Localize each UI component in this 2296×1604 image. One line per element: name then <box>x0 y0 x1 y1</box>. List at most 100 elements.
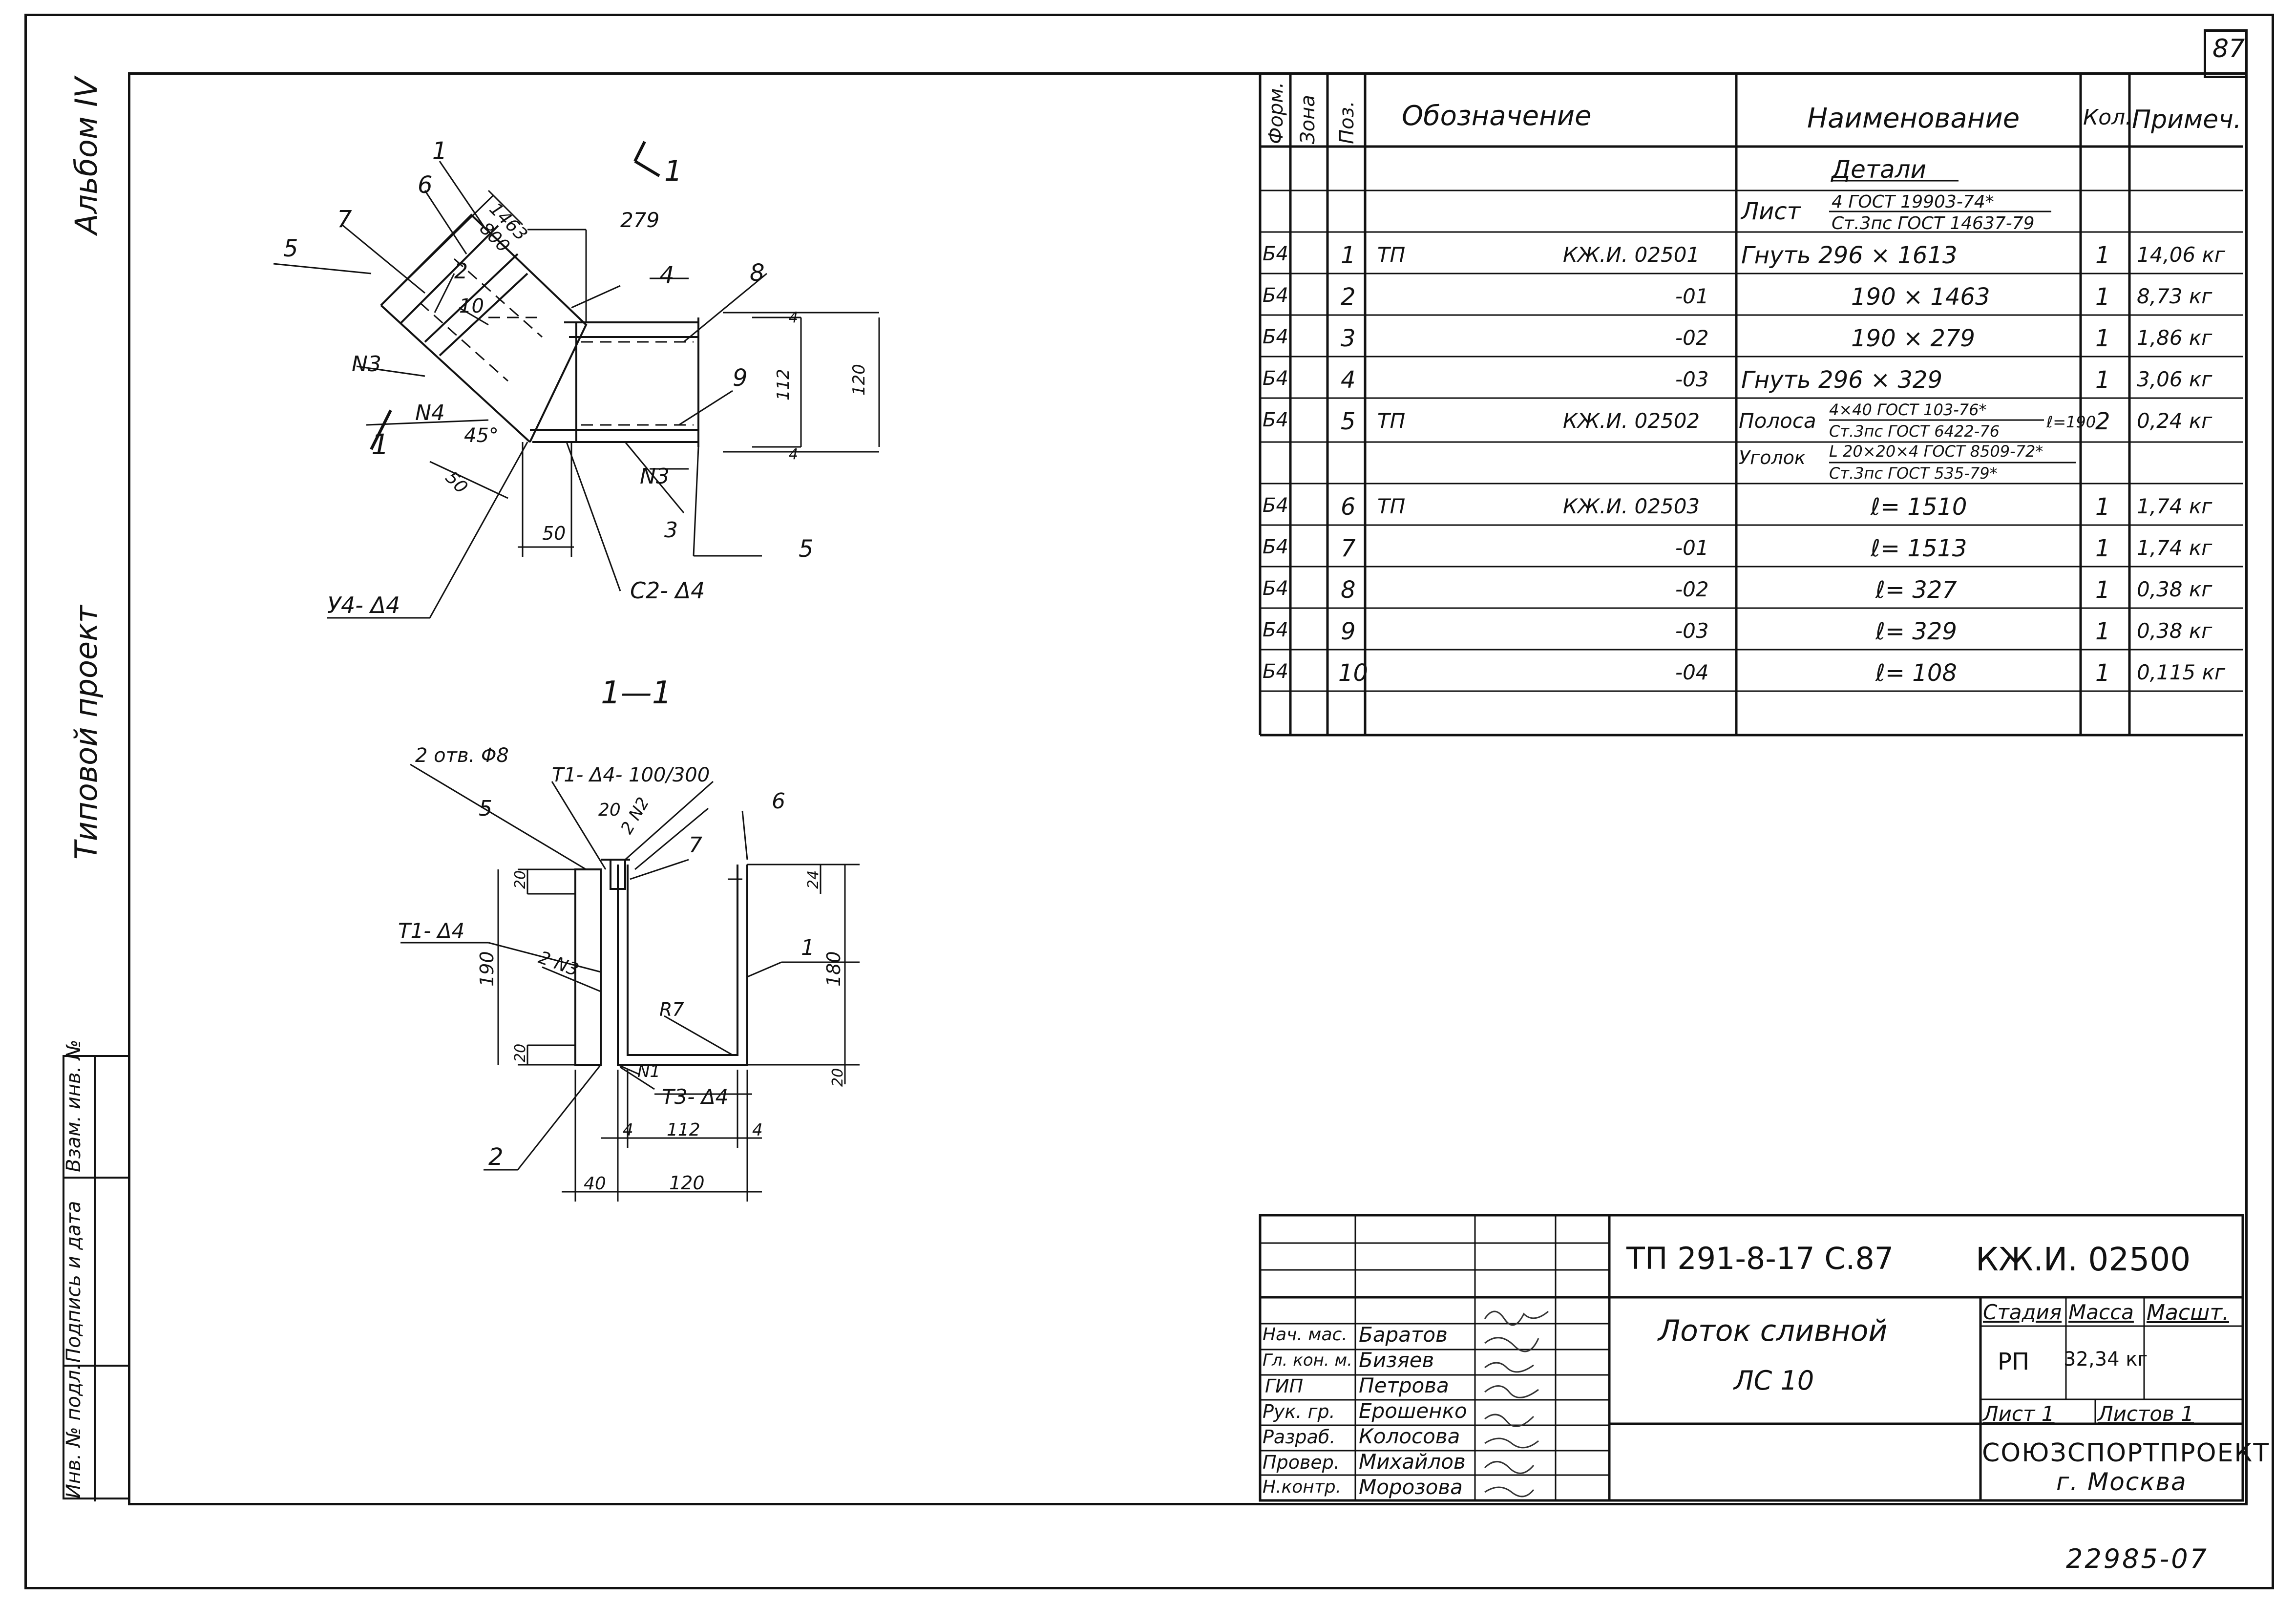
plan-label: 10 <box>459 295 484 317</box>
spec-row-name-main: Уголок <box>1739 447 1806 468</box>
plan-label: N3 <box>352 352 381 377</box>
section-dim: 20 <box>598 800 621 820</box>
spec-row-note: 1,74 кг <box>2137 536 2212 560</box>
spec-header-qty: Кол. <box>2083 105 2132 130</box>
plan-dim: 112 <box>774 369 793 401</box>
spec-row-qty: 1 <box>2095 659 2110 687</box>
spec-row-pos: 9 <box>1341 618 1356 645</box>
doc-code: КЖ.И. 02500 <box>1976 1241 2191 1278</box>
spec-row-name-main: Полоса <box>1739 409 1816 433</box>
person-name: Михайлов <box>1359 1450 1466 1474</box>
spec-row-code: КЖ.И. 02501 <box>1563 243 1700 267</box>
spec-row-code: -04 <box>1675 660 1709 684</box>
person-name: Колосова <box>1359 1424 1460 1448</box>
spec-sheet-material-top: 4 ГОСТ 19903-74* <box>1832 192 1994 212</box>
stage-header: Стадия <box>1983 1300 2062 1324</box>
spec-row-note: 3,06 кг <box>2137 367 2212 391</box>
project-code: ТП 291-8-17 С.87 <box>1626 1241 1894 1276</box>
spec-row-name: ℓ= 329 <box>1875 618 1957 645</box>
spec-section-title: Детали <box>1832 155 1927 184</box>
spec-row-qty: 2 <box>2095 408 2110 435</box>
spec-row-note: 0,38 кг <box>2137 619 2212 643</box>
spec-row-code: -02 <box>1675 326 1709 350</box>
spec-row-qty: 1 <box>2095 493 2110 521</box>
stage-value: РП <box>1998 1348 2030 1375</box>
plan-dim: 120 <box>849 364 869 396</box>
section-title: 1—1 <box>601 675 672 711</box>
section-dim: 4 <box>752 1120 763 1140</box>
spec-row-form: Б4 <box>1263 494 1288 517</box>
title-line-2: ЛС 10 <box>1734 1365 1814 1396</box>
spec-row-name-bottom: Ст.3пс ГОСТ 6422-76 <box>1829 422 2000 441</box>
spec-row-qty: 1 <box>2095 242 2110 269</box>
sheet-label: Лист 1 <box>1983 1402 2055 1426</box>
spec-row-form: Б4 <box>1263 243 1288 265</box>
plan-label: 6 <box>418 171 433 199</box>
spec-row-form: Б4 <box>1263 367 1288 390</box>
role-label: Рук. гр. <box>1263 1401 1335 1422</box>
spec-row-note: 0,115 кг <box>2137 660 2226 684</box>
spec-row-code: -02 <box>1675 577 1709 601</box>
plan-label: 8 <box>750 259 765 287</box>
spec-row-note: 1,74 кг <box>2137 494 2212 518</box>
section-dim: 190 <box>476 951 498 987</box>
spec-row-note: 14,06 кг <box>2137 243 2226 267</box>
plan-label: N3 <box>640 464 670 489</box>
spec-row-name: ℓ= 327 <box>1875 576 1957 604</box>
spec-row-prefix: ТП <box>1377 494 1406 518</box>
spec-sheet-material-name: Лист <box>1741 198 1801 225</box>
plan-label: 5 <box>799 535 814 563</box>
section-dim: 20 <box>512 1044 529 1062</box>
role-label: ГИП <box>1265 1375 1304 1397</box>
spec-row-prefix: ТП <box>1377 243 1406 267</box>
sheet-number: 87 <box>2212 34 2245 63</box>
spec-row-pos: 6 <box>1341 493 1356 521</box>
plan-view-drawing: 1 1 1—1 1 6 7 5 2 10 N3 N4 4 8 9 N3 3 5 … <box>273 137 880 711</box>
organization: СОЮЗСПОРТПРОЕКТ <box>1982 1438 2270 1468</box>
person-name: Ерошенко <box>1359 1399 1467 1423</box>
section-label: Т1- Δ4 <box>398 919 464 943</box>
section-label: 2 N2 <box>617 794 653 838</box>
spec-row-pos: 10 <box>1338 659 1369 687</box>
side-stamp <box>63 1055 130 1501</box>
mass-header: Масса <box>2068 1300 2134 1324</box>
section-label: 5 <box>479 796 492 821</box>
spec-sheet-material-bottom: Ст.3пс ГОСТ 14637-79 <box>1832 213 2035 233</box>
spec-row-code: -01 <box>1675 536 1709 560</box>
role-label: Провер. <box>1263 1452 1340 1473</box>
scale-header: Масшт. <box>2147 1300 2229 1325</box>
city: г. Москва <box>2056 1468 2187 1496</box>
section-label: 2 отв. Φ8 <box>415 744 509 767</box>
spec-row-name: ℓ= 1510 <box>1871 493 1967 521</box>
person-name: Баратов <box>1359 1323 1448 1347</box>
spec-row-code: КЖ.И. 02503 <box>1563 494 1700 518</box>
plan-dim: 4 <box>789 446 798 463</box>
spec-row-pos: 3 <box>1341 325 1356 352</box>
spec-row-pos: 4 <box>1341 366 1356 394</box>
spec-row-name-bottom: Ст.3пс ГОСТ 535-79* <box>1829 464 1998 483</box>
plan-dim: 50 <box>542 523 566 544</box>
plan-dim: 45° <box>464 424 499 447</box>
section-label: 7 <box>689 833 702 858</box>
spec-row-code: -03 <box>1675 619 1709 643</box>
spec-row-qty: 1 <box>2095 576 2110 604</box>
role-label: Нач. мас. <box>1263 1325 1348 1345</box>
plan-dim: 279 <box>620 208 659 232</box>
spec-row-code: -03 <box>1675 367 1709 391</box>
section-dim: 20 <box>829 1068 846 1087</box>
spec-row-note: 0,24 кг <box>2137 409 2212 433</box>
section-label: 1 <box>801 935 815 960</box>
spec-row-code: -01 <box>1675 284 1709 308</box>
spec-row-qty: 1 <box>2095 283 2110 311</box>
spec-row-qty: 1 <box>2095 366 2110 394</box>
section-dim: 40 <box>584 1174 606 1194</box>
spec-row-code: КЖ.И. 02502 <box>1563 409 1700 433</box>
spec-row-qty: 1 <box>2095 618 2110 645</box>
weld-label: У4- Δ4 <box>327 592 400 618</box>
spec-row-name-extra: ℓ=190 <box>2046 413 2096 431</box>
spec-row-form: Б4 <box>1263 660 1288 683</box>
plan-label: 2 <box>454 259 468 284</box>
section-dim: 112 <box>667 1120 700 1140</box>
